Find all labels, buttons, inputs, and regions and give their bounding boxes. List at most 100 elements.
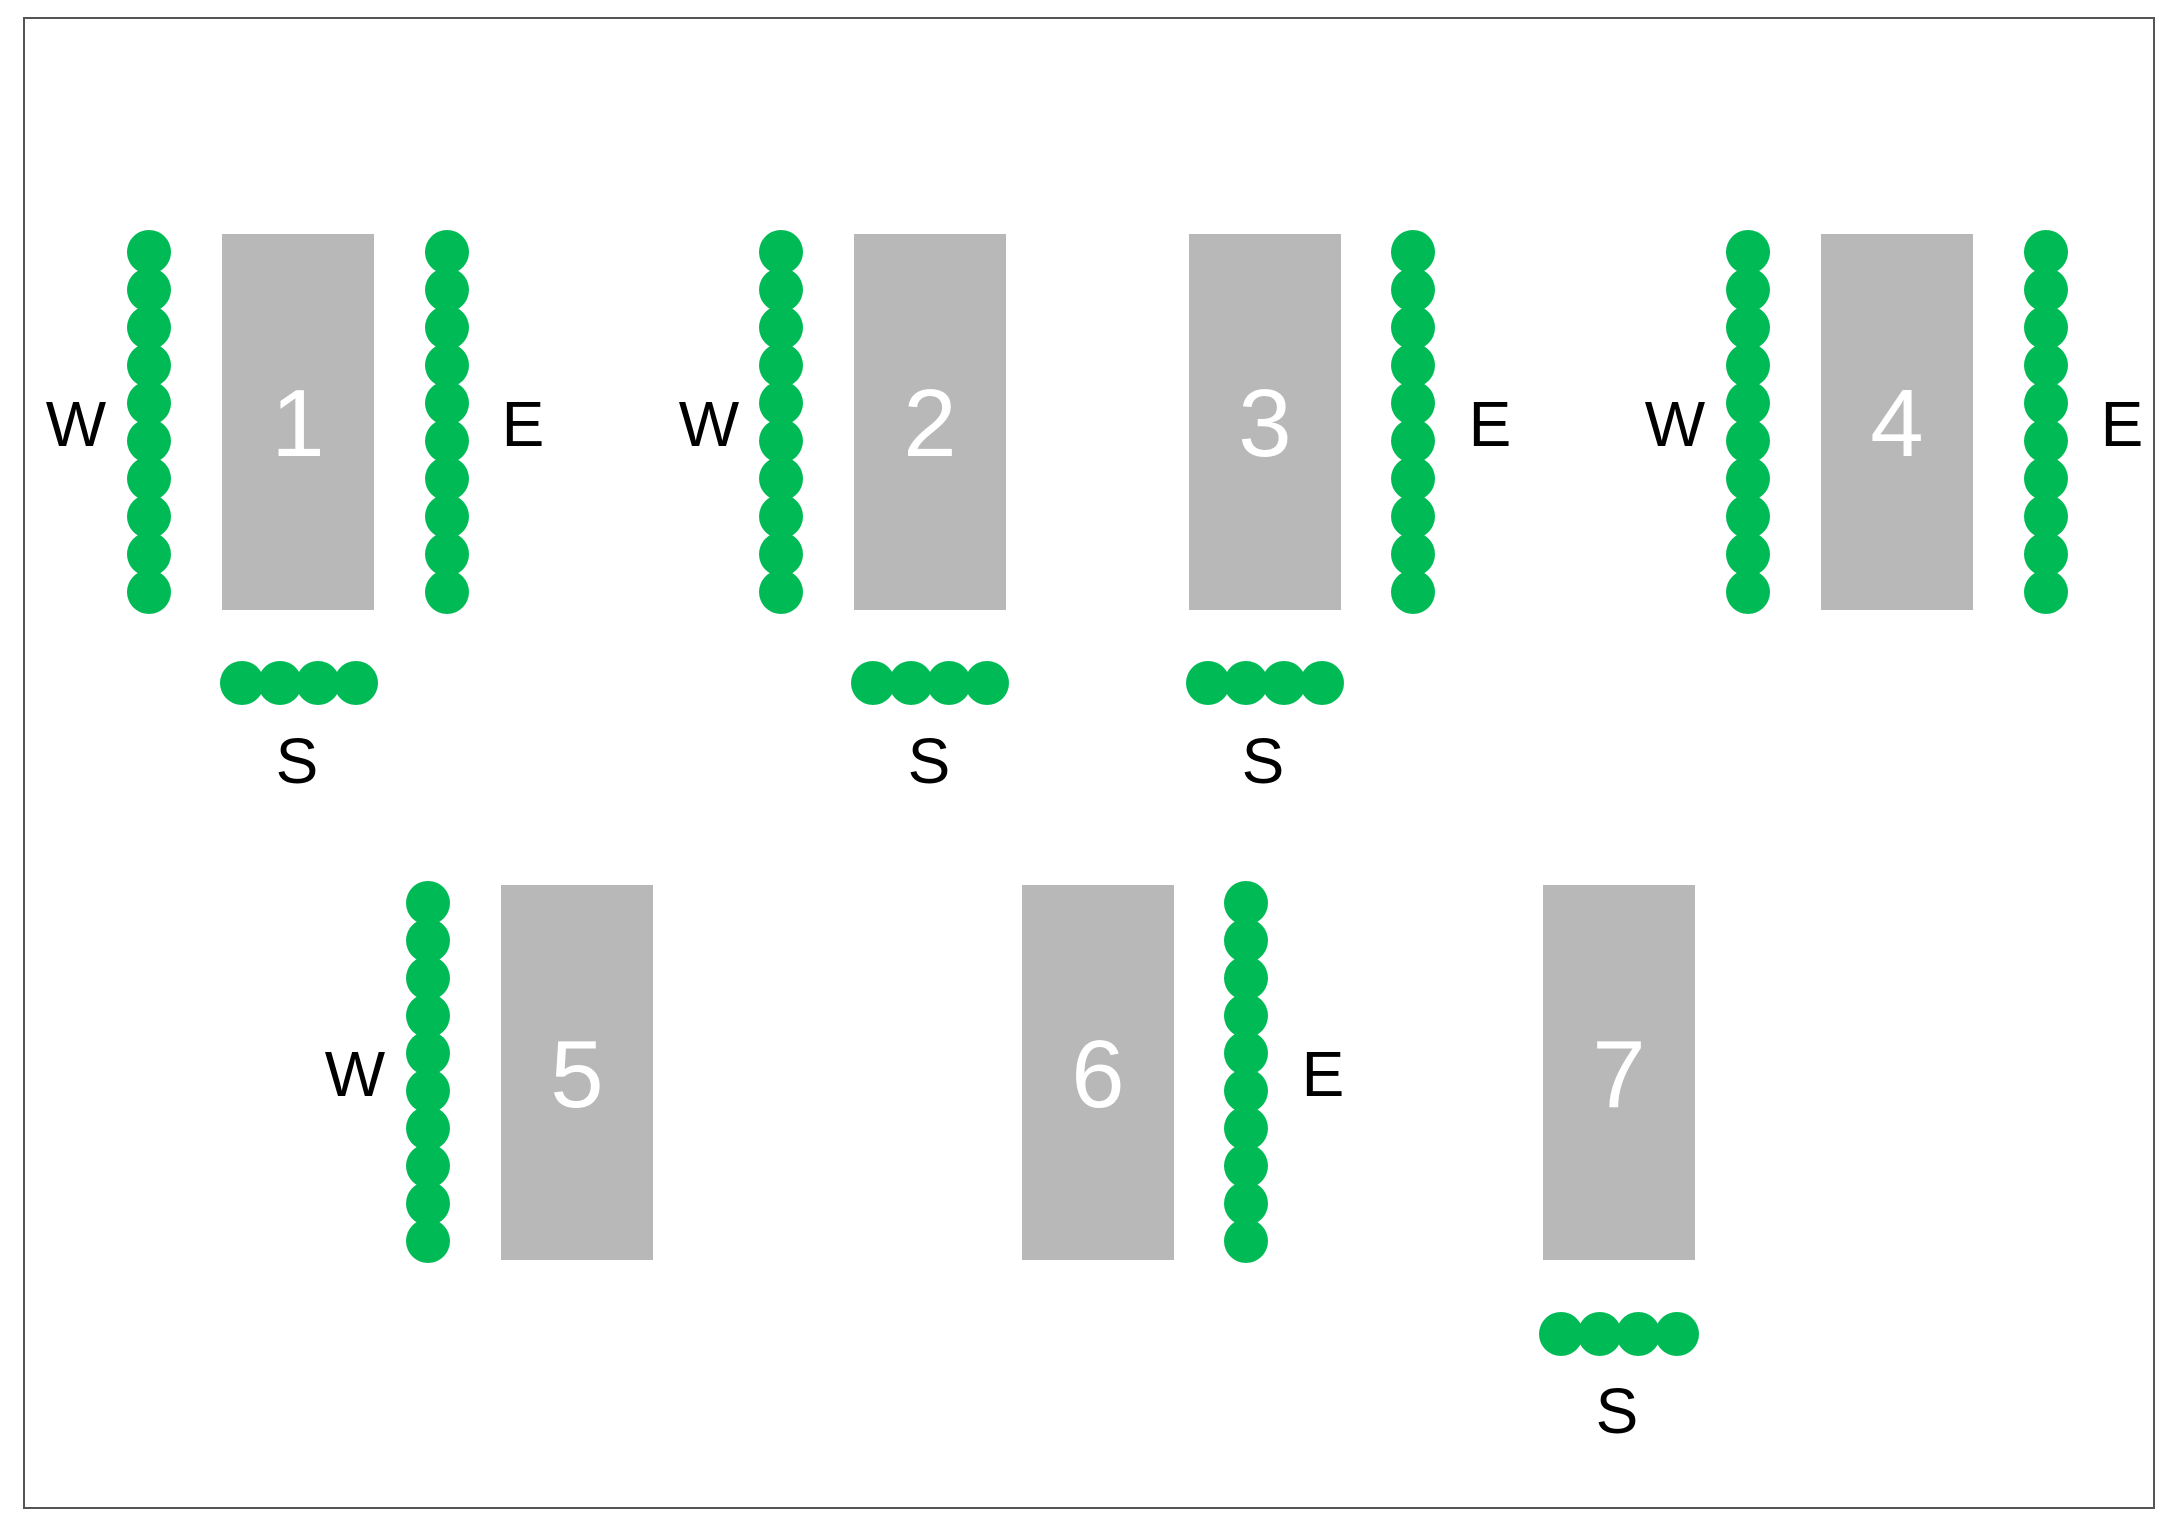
bead <box>406 918 450 963</box>
bead <box>759 570 803 614</box>
bead <box>425 305 469 350</box>
block-7-group: 7 S <box>1539 885 1699 1447</box>
block-2-west-beads <box>759 230 803 614</box>
block-2 <box>854 234 1006 610</box>
block-1-group: 1 W E S <box>46 230 545 797</box>
bead <box>425 532 469 577</box>
block-1-east-beads <box>425 230 469 614</box>
bead <box>759 230 803 274</box>
bead <box>258 661 302 705</box>
bead <box>1300 661 1344 705</box>
bead <box>1391 230 1435 274</box>
bead <box>2024 230 2068 274</box>
block-4 <box>1821 234 1973 610</box>
bead <box>759 494 803 539</box>
bead <box>759 418 803 463</box>
block-1-east-label: E <box>502 388 545 460</box>
block-5-west-label: W <box>325 1038 386 1110</box>
block-3 <box>1189 234 1341 610</box>
bead <box>1224 1031 1268 1076</box>
bead <box>2024 570 2068 614</box>
bead <box>851 661 895 705</box>
bead <box>425 494 469 539</box>
bead <box>127 305 171 350</box>
block-2-south-beads <box>851 661 1009 705</box>
bead <box>2024 456 2068 501</box>
bead <box>1726 267 1770 312</box>
bead <box>1391 305 1435 350</box>
block-3-group: 3 E S <box>1186 230 1511 797</box>
block-3-east-label: E <box>1469 388 1512 460</box>
block-4-west-label: W <box>1645 388 1706 460</box>
bead <box>425 381 469 426</box>
bead <box>1391 532 1435 577</box>
block-6 <box>1022 885 1174 1260</box>
bead <box>406 1181 450 1226</box>
bead <box>1391 381 1435 426</box>
bead <box>1726 418 1770 463</box>
bead <box>406 1143 450 1188</box>
bead <box>759 456 803 501</box>
bead <box>425 456 469 501</box>
bead <box>927 661 971 705</box>
block-6-group: 6 E <box>1022 881 1344 1263</box>
bead <box>1224 661 1268 705</box>
bead <box>1391 456 1435 501</box>
bead <box>425 418 469 463</box>
bead <box>1224 1106 1268 1151</box>
bead <box>1726 381 1770 426</box>
bead <box>759 343 803 388</box>
bead <box>127 456 171 501</box>
bead <box>127 381 171 426</box>
bead <box>1391 494 1435 539</box>
bead <box>1391 570 1435 614</box>
block-6-number: 6 <box>1071 1021 1124 1128</box>
bead <box>759 381 803 426</box>
block-4-east-beads <box>2024 230 2068 614</box>
block-1-west-beads <box>127 230 171 614</box>
block-5 <box>501 885 653 1260</box>
block-1-west-label: W <box>46 388 107 460</box>
block-6-east-beads <box>1224 881 1268 1263</box>
block-3-south-beads <box>1186 661 1344 705</box>
bead <box>2024 494 2068 539</box>
bead <box>1224 993 1268 1038</box>
bead <box>425 343 469 388</box>
bead <box>296 661 340 705</box>
bead <box>425 570 469 614</box>
block-7-south-beads <box>1539 1312 1699 1356</box>
block-2-number: 2 <box>903 370 956 477</box>
bead <box>965 661 1009 705</box>
bead <box>1224 956 1268 1001</box>
bead <box>1726 343 1770 388</box>
bead <box>406 956 450 1001</box>
block-3-number: 3 <box>1238 370 1291 477</box>
bead <box>1224 1219 1268 1263</box>
block-2-south-label: S <box>908 725 951 797</box>
bead <box>406 881 450 925</box>
bead <box>1224 881 1268 925</box>
bead <box>759 532 803 577</box>
bead <box>127 267 171 312</box>
bead <box>1391 418 1435 463</box>
block-4-number: 4 <box>1870 370 1923 477</box>
bead <box>1726 230 1770 274</box>
block-3-south-label: S <box>1242 725 1285 797</box>
bead <box>1655 1312 1699 1356</box>
bead <box>2024 267 2068 312</box>
block-5-group: 5 W <box>325 881 653 1263</box>
block-3-east-beads <box>1391 230 1435 614</box>
bead <box>127 570 171 614</box>
block-7 <box>1543 885 1695 1260</box>
bead <box>1616 1312 1661 1356</box>
block-2-west-label: W <box>679 388 740 460</box>
bead <box>2024 418 2068 463</box>
bead <box>406 1219 450 1263</box>
bead <box>1224 918 1268 963</box>
bead <box>1224 1143 1268 1188</box>
bead <box>406 993 450 1038</box>
bead <box>127 230 171 274</box>
bead <box>2024 532 2068 577</box>
bead <box>1539 1312 1583 1356</box>
